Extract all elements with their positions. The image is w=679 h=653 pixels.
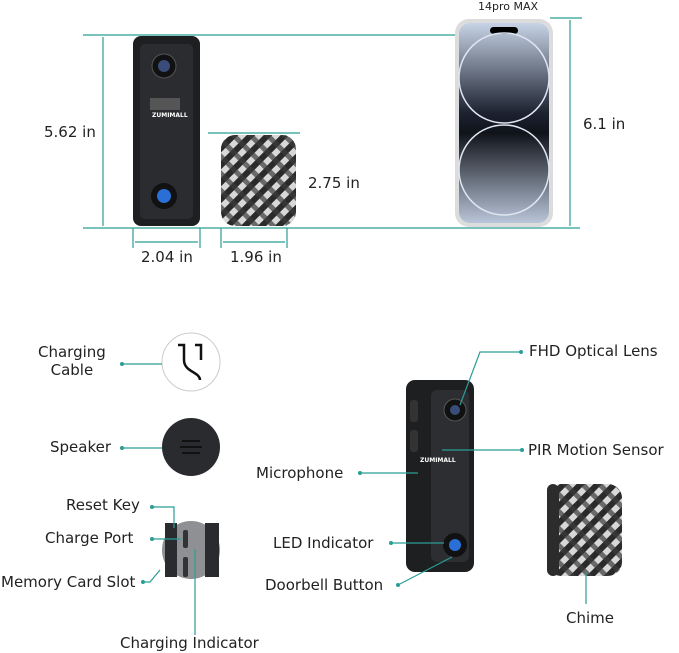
callout-lines bbox=[122, 351, 587, 635]
phone-model-label: 14pro MAX bbox=[478, 0, 539, 13]
lens-label: FHD Optical Lens bbox=[529, 342, 658, 360]
label-line: Charging bbox=[38, 343, 106, 361]
label-line: Cable bbox=[50, 361, 94, 379]
charging-indicator-label: Charging Indicator bbox=[120, 634, 259, 652]
speaker-label: Speaker bbox=[50, 438, 112, 456]
memory-card-slot-label: Memory Card Slot bbox=[1, 573, 136, 591]
charge-port-label: Charge Port bbox=[45, 529, 134, 547]
chime-label: Chime bbox=[566, 609, 614, 627]
brand-logo: ZUMIMALL bbox=[152, 112, 188, 119]
chime-height-label: 2.75 in bbox=[308, 174, 360, 192]
pir-label: PIR Motion Sensor bbox=[528, 441, 664, 459]
doorbell-width-label: 2.04 in bbox=[141, 248, 193, 266]
button-label: Doorbell Button bbox=[265, 576, 384, 594]
phone-height-label: 6.1 in bbox=[583, 115, 626, 133]
brand-logo-angled: ZUMIMALL bbox=[420, 457, 456, 464]
chime-width-label: 1.96 in bbox=[230, 248, 282, 266]
chime-front bbox=[221, 135, 296, 226]
doorbell-height-label: 5.62 in bbox=[44, 123, 96, 141]
led-label: LED Indicator bbox=[273, 534, 374, 552]
chime-angled bbox=[547, 484, 622, 576]
microphone-label: Microphone bbox=[256, 464, 344, 482]
reset-key-label: Reset Key bbox=[66, 496, 140, 514]
cable-circle bbox=[161, 332, 221, 392]
